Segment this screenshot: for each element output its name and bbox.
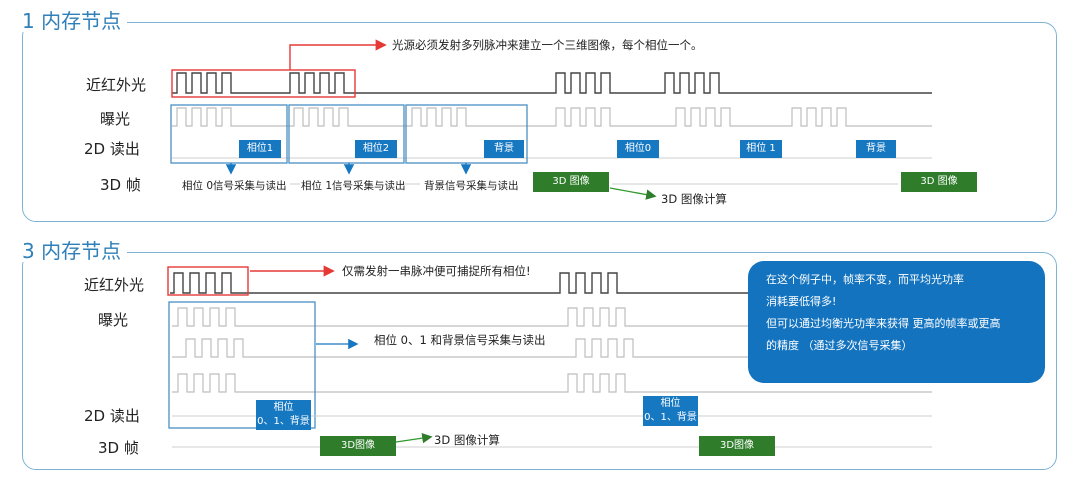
exposure-pulse-train-2-2 xyxy=(172,373,932,393)
readout-box-all-phases: 相位 0、1、背景 xyxy=(256,400,311,430)
section1-annotation: 光源必须发射多列脉冲来建立一个三维图像，每个相位一个。 xyxy=(392,38,703,52)
section1-title: 1 内存节点 xyxy=(16,10,128,32)
section2-annotation: 仅需发射一串脉冲便可捕捉所有相位! xyxy=(342,264,531,278)
callout-line-2: 消耗要低得多! xyxy=(766,295,837,308)
nir-pulse-train-2 xyxy=(170,272,932,294)
nir-highlight-box-1 xyxy=(171,69,356,98)
note-phase0: 相位 0信号采集与读出 xyxy=(182,180,287,192)
exposure-box-phase1 xyxy=(288,104,405,164)
note-background: 背景信号采集与读出 xyxy=(424,180,519,192)
exposure-box-all xyxy=(168,301,316,429)
annotation-arrow-1 xyxy=(289,39,387,70)
readout-box-all-phases-b-line2: 0、1、背景 xyxy=(644,412,697,423)
nir-highlight-box-2 xyxy=(167,266,249,296)
frame-box-3d-s2-2: 3D图像 xyxy=(699,436,775,456)
section2-panel xyxy=(22,252,1057,470)
readout-box-background-b: 背景 xyxy=(856,140,896,158)
callout-line-3: 但可以通过均衡光功率来获得 更高的帧率或更高 xyxy=(766,317,1001,330)
exposure-pulse-train-1 xyxy=(172,107,932,127)
row-label-3d-frame: 3D 帧 xyxy=(100,176,141,194)
nir-pulse-train-1 xyxy=(172,72,932,94)
row-label-nir: 近红外光 xyxy=(86,76,147,94)
row-label-2d-readout-2: 2D 读出 xyxy=(84,407,140,425)
frame-box-3d-s2-1: 3D图像 xyxy=(320,436,396,456)
section2-title: 3 内存节点 xyxy=(16,240,128,262)
callout-line-1: 在这个例子中，帧率不变，而平均光功率 xyxy=(766,273,964,286)
frame-box-3d-1: 3D 图像 xyxy=(533,172,609,192)
callout-line-4: 的精度 （通过多次信号采集） xyxy=(766,339,913,352)
row-label-exposure-2: 曝光 xyxy=(98,311,129,329)
row-label-2d-readout: 2D 读出 xyxy=(84,140,140,158)
row-label-3d-frame-2: 3D 帧 xyxy=(98,439,139,457)
exposure-pulse-train-2-0 xyxy=(172,307,932,327)
readout-box-all-phases-b: 相位 0、1、背景 xyxy=(643,396,698,426)
readout-box-all-phases-line2: 0、1、背景 xyxy=(257,416,310,427)
section1-panel xyxy=(22,22,1057,222)
exposure-box-phase0 xyxy=(170,104,288,164)
frame-box-3d-2: 3D 图像 xyxy=(901,172,977,192)
readout-box-phase1-b: 相位 1 xyxy=(740,140,782,158)
row-label-nir-2: 近红外光 xyxy=(84,276,145,294)
readout-box-phase1: 相位1 xyxy=(239,140,281,158)
callout-box: 在这个例子中，帧率不变，而平均光功率 消耗要低得多! 但可以通过均衡光功率来获得… xyxy=(748,261,1045,383)
readout-box-background: 背景 xyxy=(484,140,524,158)
readout-box-phase2: 相位2 xyxy=(355,140,397,158)
section2-compute-label: 3D 图像计算 xyxy=(434,433,500,447)
section1-compute-label: 3D 图像计算 xyxy=(661,192,727,206)
readout-box-all-phases-b-line1: 相位 xyxy=(660,398,681,409)
exposure-pulse-train-2-1 xyxy=(172,338,932,358)
compute-arrow-2 xyxy=(395,432,433,444)
note-phase1: 相位 1信号采集与读出 xyxy=(301,180,406,192)
row-label-exposure: 曝光 xyxy=(100,110,131,128)
compute-arrow-1 xyxy=(609,187,657,200)
section2-exposure-note: 相位 0、1 和背景信号采集与读出 xyxy=(374,333,546,347)
readout-box-all-phases-line1: 相位 xyxy=(273,402,294,413)
readout-box-phase0-b: 相位0 xyxy=(617,140,659,158)
